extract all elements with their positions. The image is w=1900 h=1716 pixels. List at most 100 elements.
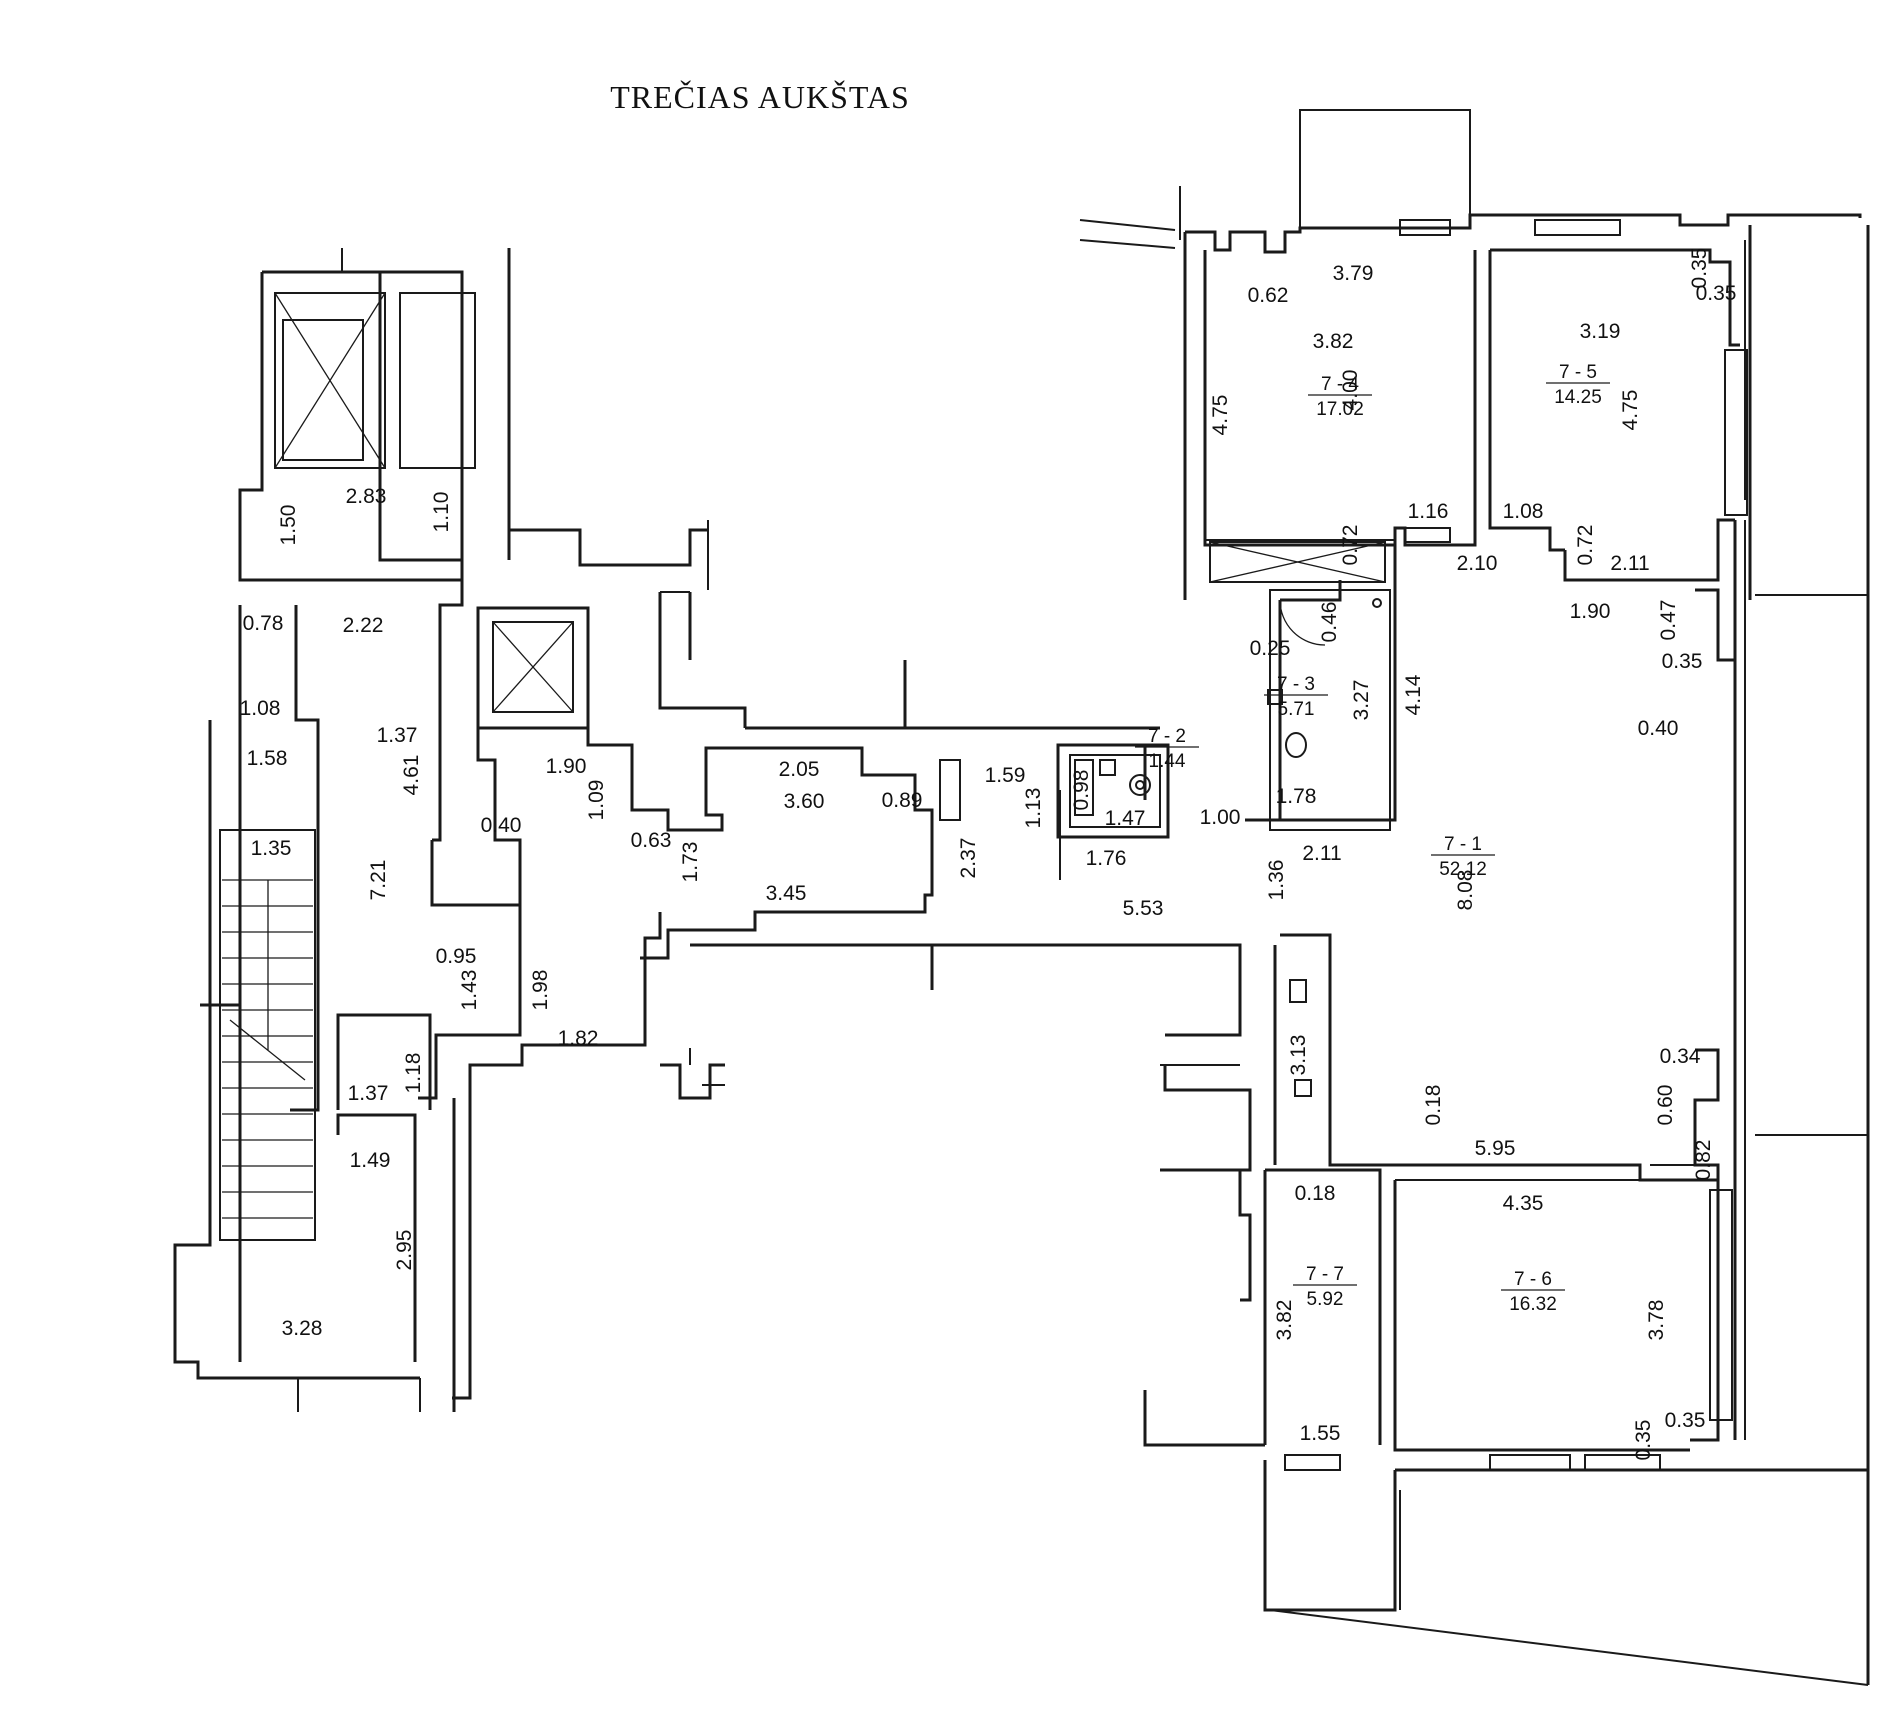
dimension-label: 1.37 <box>377 724 418 747</box>
room-id-label: 7 - 7 <box>1306 1264 1344 1285</box>
room-area-label: 17.02 <box>1316 399 1364 420</box>
dimension-label: 1.47 <box>1105 807 1146 830</box>
dimension-label: 3.60 <box>784 790 825 813</box>
dimension-label: 0.72 <box>1339 525 1362 566</box>
room-area-label: 16.32 <box>1509 1294 1557 1315</box>
dimension-label: 3.19 <box>1580 320 1621 343</box>
dimension-label: 1.90 <box>1570 600 1611 623</box>
dimension-label: 4.75 <box>1619 390 1642 431</box>
dimension-label: 5.53 <box>1123 897 1164 920</box>
dimension-label: 8.08 <box>1454 870 1477 911</box>
dimension-label: 3.82 <box>1313 330 1354 353</box>
dimension-label: 0.60 <box>1654 1085 1677 1126</box>
dimension-label: 1.50 <box>277 505 300 546</box>
dimension-label: 1.90 <box>546 755 587 778</box>
room-id-label: 7 - 3 <box>1277 674 1315 695</box>
staircase <box>219 829 316 1241</box>
dimension-label: 0.47 <box>1657 600 1680 641</box>
dimension-label: 1.08 <box>240 697 281 720</box>
dimension-label: 1.59 <box>985 764 1026 787</box>
wardrobe <box>1209 541 1386 583</box>
dimension-label: 3.28 <box>282 1317 323 1340</box>
dimension-label: 3.13 <box>1287 1035 1310 1076</box>
dimension-label: 1.10 <box>430 492 453 533</box>
dimension-label: 1.76 <box>1086 847 1127 870</box>
room-id-label: 7 - 5 <box>1559 362 1597 383</box>
dimension-label: 1.13 <box>1022 788 1045 829</box>
dimension-label: 0.18 <box>1295 1182 1336 1205</box>
dimension-label: 1.78 <box>1276 785 1317 808</box>
dimension-label: 0.18 <box>1422 1085 1445 1126</box>
dimension-label: 4.35 <box>1503 1192 1544 1215</box>
room-id-label: 7 - 4 <box>1321 374 1359 395</box>
dimension-label: 0.98 <box>1070 770 1093 811</box>
dimension-label: 0.82 <box>1692 1140 1715 1181</box>
dimension-label: 0.35 <box>1688 248 1711 289</box>
dimension-label: 0.40 <box>1638 717 1679 740</box>
dimension-label: 2.11 <box>1302 842 1341 865</box>
room-area-label: 1.44 <box>1149 751 1186 772</box>
dimension-label: 0.34 <box>1660 1045 1701 1068</box>
room-id-label: 7 - 6 <box>1514 1269 1552 1290</box>
dimension-label: 2.11 <box>1610 552 1649 575</box>
dimension-label: 1.58 <box>247 747 288 770</box>
dimension-label: 0.63 <box>631 829 672 852</box>
dimension-label: 1.09 <box>585 780 608 821</box>
dimension-label: 1.37 <box>348 1082 389 1105</box>
dimension-label: 7.21 <box>367 860 390 901</box>
dimension-label: 3.45 <box>766 882 807 905</box>
dimension-label: 1.08 <box>1503 500 1544 523</box>
dimension-label: 1.43 <box>458 970 481 1011</box>
room-area-label: 5.71 <box>1278 699 1315 720</box>
room-id-label: 7 - 1 <box>1444 834 1482 855</box>
dimension-label: 2.10 <box>1457 552 1498 575</box>
dimension-label: 1.49 <box>350 1149 391 1172</box>
dimension-label: 0.89 <box>882 789 923 812</box>
room-area-label: 5.92 <box>1307 1289 1344 1310</box>
dimension-label: 1.18 <box>402 1053 425 1094</box>
dimension-label: 2.37 <box>957 838 980 879</box>
dimension-label: 0.72 <box>1574 525 1597 566</box>
dimension-label: 0.35 <box>1662 650 1703 673</box>
room-id-label: 7 - 2 <box>1148 726 1186 747</box>
dimension-label: 4.75 <box>1209 395 1232 436</box>
dimension-label: 1.73 <box>679 842 702 883</box>
dimension-labels: 3.79 0.62 3.82 4.75 4.00 0.35 0.35 3.19 4.75 1.16… <box>240 248 1737 1461</box>
room-area-label: 52.12 <box>1439 859 1487 880</box>
room-area-label: 14.25 <box>1554 387 1602 408</box>
left-wing-walls <box>173 248 709 1412</box>
room-labels: 7 - 1 52.12 7 - 2 1.44 7 - 3 5.71 7 - 4 17.02 7 … <box>1135 362 1610 1315</box>
top-balcony <box>1299 109 1471 229</box>
dimension-label: 2.95 <box>393 1230 416 1271</box>
dimension-label: 1.55 <box>1300 1422 1341 1445</box>
dimension-label: 1.16 <box>1408 500 1449 523</box>
floor-title: TREČIAS AUKŠTAS <box>610 79 910 115</box>
dimension-label: 0.62 <box>1248 284 1289 307</box>
dimension-label: 2.22 <box>343 614 384 637</box>
dimension-label: 0.46 <box>1318 602 1341 643</box>
bathroom-7-3 <box>1269 589 1391 831</box>
dimension-label: 1.36 <box>1265 860 1288 901</box>
apartment-walls <box>1056 109 1870 1686</box>
dimension-label: 3.79 <box>1333 262 1374 285</box>
dimension-label: 1.82 <box>558 1027 599 1050</box>
dimension-label: 5.95 <box>1475 1137 1516 1160</box>
dimension-label: 1.00 <box>1200 806 1241 829</box>
dimension-label: 2.05 <box>779 758 820 781</box>
dimension-label: 2.83 <box>346 485 387 508</box>
dimension-label: 3.78 <box>1645 1300 1668 1341</box>
central-corridor-walls <box>452 591 1265 1447</box>
dimension-label: 4.14 <box>1402 674 1425 715</box>
dimension-label: 0.40 <box>481 814 522 837</box>
dimension-label: 0.35 <box>1632 1420 1655 1461</box>
dimension-label: 4.61 <box>400 755 423 796</box>
dimension-label: 0.78 <box>243 612 284 635</box>
dimension-label: 4.00 <box>1339 370 1362 411</box>
dimension-label: 1.35 <box>251 837 292 860</box>
fixtures <box>1267 598 1382 1097</box>
dimension-label: 3.82 <box>1273 1300 1296 1341</box>
dimension-label: 0.95 <box>436 945 477 968</box>
dimension-label: 1.98 <box>529 970 552 1011</box>
dimension-label: 0.25 <box>1250 637 1291 660</box>
